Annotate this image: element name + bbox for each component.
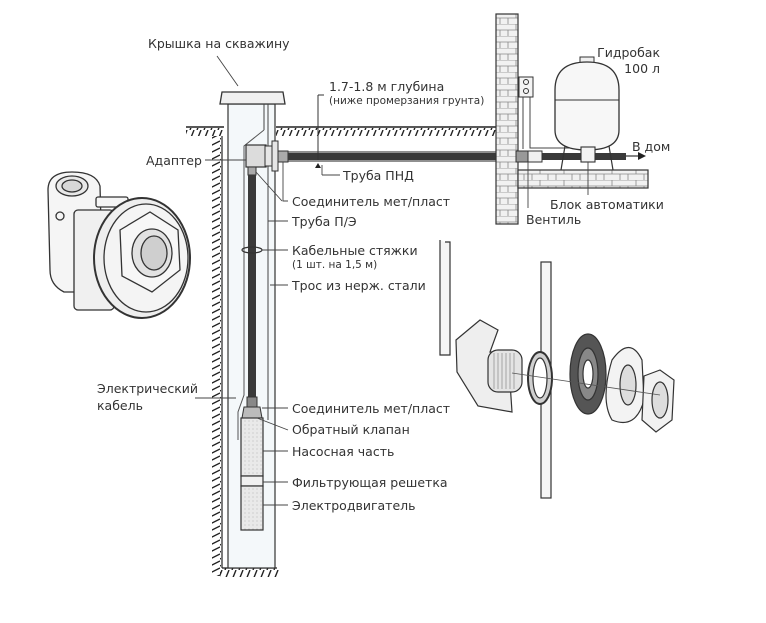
- adapter-exploded-view: [439, 240, 675, 499]
- label-valve: Вентиль: [526, 212, 582, 227]
- label-well-cap: Крышка на скважину: [148, 36, 290, 51]
- adapter-fitting: [245, 140, 289, 176]
- submersible-pump: [240, 396, 264, 531]
- floor-slab: [517, 169, 649, 189]
- automation-unit: [580, 146, 596, 163]
- label-motor: Электродвигатель: [292, 498, 416, 513]
- label-to-house: В дом: [632, 139, 671, 154]
- label-steel-cable: Трос из нерж. стали: [292, 278, 426, 293]
- label-check-valve: Обратный клапан: [292, 422, 410, 437]
- filter-screen: [240, 475, 264, 487]
- label-pump-section: Насосная часть: [292, 444, 395, 459]
- adapter-illustration: [47, 171, 191, 319]
- label-filter-screen: Фильтрующая решетка: [292, 475, 448, 490]
- hdpe-pipe: [288, 153, 516, 160]
- label-automation-unit: Блок автоматики: [550, 197, 664, 212]
- label-adapter: Адаптер: [146, 153, 202, 168]
- to-house-arrow: [638, 152, 646, 160]
- electrical-box: [518, 76, 534, 98]
- motor: [240, 485, 264, 531]
- label-depth-note: (ниже промерзания грунта): [329, 95, 485, 107]
- valve-body: [515, 150, 529, 163]
- label-electric-cable-1: Электрический: [97, 381, 199, 396]
- label-tank-name: Гидробак: [597, 45, 660, 60]
- label-depth: 1.7-1.8 м глубина: [329, 79, 445, 94]
- pressure-tank: [554, 56, 620, 171]
- depth-marker-arrow: [315, 163, 321, 168]
- label-connector-top: Соединитель мет/пласт: [292, 194, 451, 209]
- house-wall: [495, 13, 649, 225]
- well-cap: [219, 91, 286, 105]
- label-tank-volume: 100 л: [624, 61, 660, 76]
- label-cable-ties: Кабельные стяжки: [292, 243, 418, 258]
- label-cable-ties-note: (1 шт. на 1,5 м): [292, 259, 378, 271]
- label-pe-pipe: Труба П/Э: [292, 214, 357, 229]
- pe-pipe: [248, 175, 256, 397]
- electric-cable-line: [237, 129, 265, 440]
- ground-surface: [186, 126, 498, 136]
- label-connector-bottom: Соединитель мет/пласт: [292, 401, 451, 416]
- leader-lines: [195, 55, 589, 506]
- house-piping: [515, 76, 646, 163]
- label-hdpe-pipe: Труба ПНД: [343, 168, 414, 183]
- label-electric-cable-2: кабель: [97, 398, 143, 413]
- pump-section: [240, 417, 264, 477]
